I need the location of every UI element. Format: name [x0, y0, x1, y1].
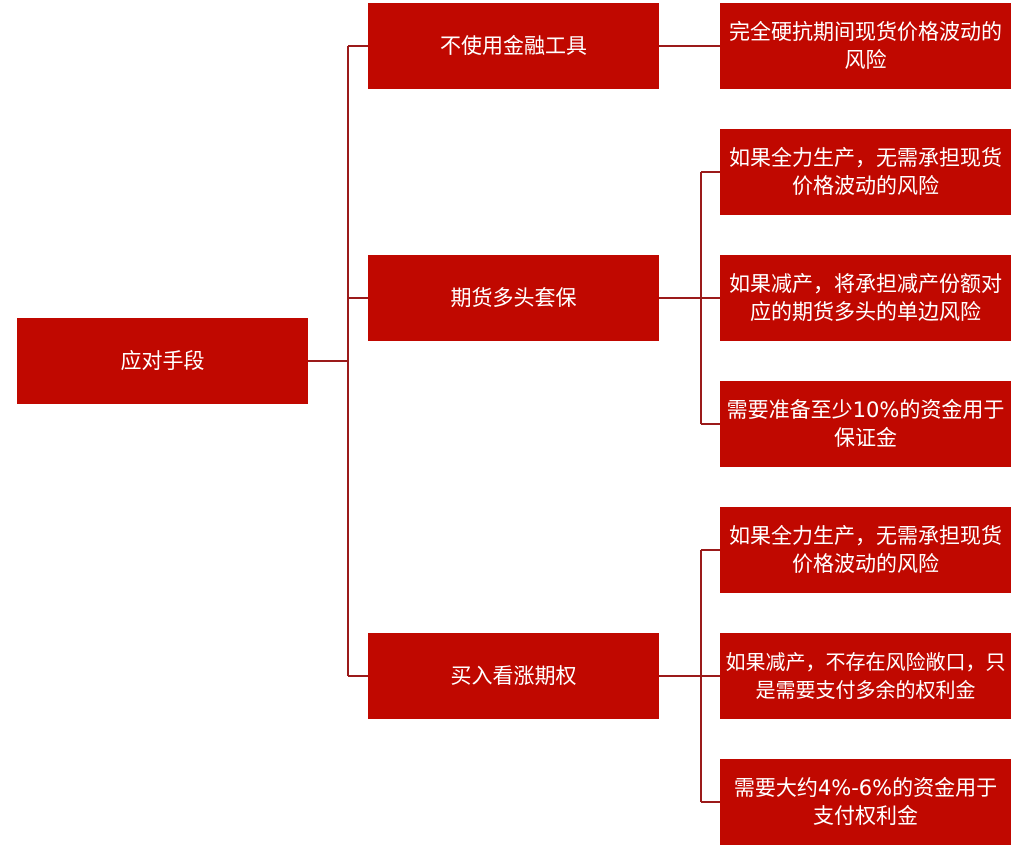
outcome-node-text: 如果全力生产，无需承担现货价格波动的风险	[729, 524, 1002, 576]
connector-method2-to-outcomes	[659, 171, 720, 425]
method-node-label: 不使用金融工具	[440, 34, 587, 58]
connector-method3-to-outcomes	[659, 549, 720, 803]
outcome-node-text: 如果减产，将承担减产份额对应的期货多头的单边风险	[729, 272, 1002, 324]
root-node-coping-methods: 应对手段	[17, 318, 308, 404]
outcome-node-text: 需要大约4%-6%的资金用于支付权利金	[733, 776, 998, 828]
outcome-node-bear-spot-risk: 完全硬抗期间现货价格波动的风险	[720, 3, 1011, 89]
outcome-node-text: 如果全力生产，无需承担现货价格波动的风险	[729, 146, 1002, 198]
method-node-buy-call-option: 买入看涨期权	[368, 633, 659, 719]
outcome-node-text: 需要准备至少10%的资金用于保证金	[726, 398, 1005, 450]
method-node-label: 期货多头套保	[450, 286, 577, 310]
outcome-node-option-full-production: 如果全力生产，无需承担现货价格波动的风险	[720, 507, 1011, 593]
outcome-node-option-premium: 需要大约4%-6%的资金用于支付权利金	[720, 759, 1011, 845]
outcome-node-option-reduced-production: 如果减产，不存在风险敞口，只是需要支付多余的权利金	[720, 633, 1011, 719]
outcome-node-text: 完全硬抗期间现货价格波动的风险	[729, 20, 1002, 72]
outcome-node-text: 如果减产，不存在风险敞口，只是需要支付多余的权利金	[725, 650, 1006, 702]
root-node-label: 应对手段	[120, 349, 205, 373]
outcome-node-futures-reduced-production: 如果减产，将承担减产份额对应的期货多头的单边风险	[720, 255, 1011, 341]
method-node-no-financial-tools: 不使用金融工具	[368, 3, 659, 89]
method-node-futures-long-hedge: 期货多头套保	[368, 255, 659, 341]
outcome-node-futures-full-production: 如果全力生产，无需承担现货价格波动的风险	[720, 129, 1011, 215]
outcome-node-futures-margin: 需要准备至少10%的资金用于保证金	[720, 381, 1011, 467]
connector-root-to-methods	[308, 45, 368, 677]
method-node-label: 买入看涨期权	[450, 664, 577, 688]
